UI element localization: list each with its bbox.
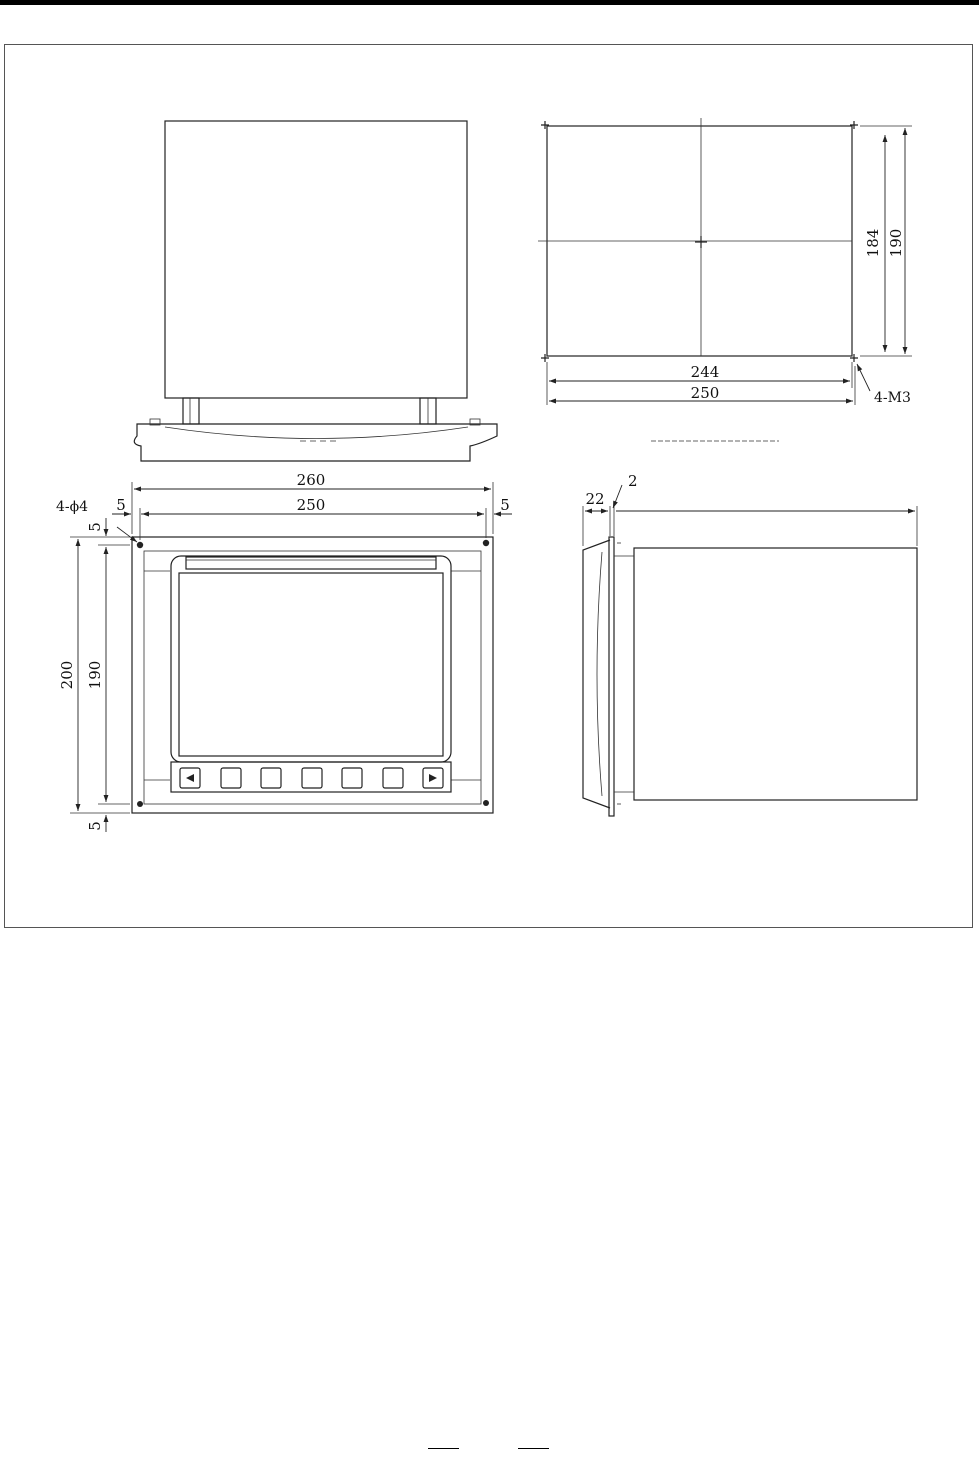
front-height-190: 190: [86, 661, 104, 690]
footer-marks: [0, 1448, 979, 1452]
front-view: [70, 482, 512, 832]
front-view-screen: [179, 573, 443, 756]
front-view-bezel: [171, 556, 451, 762]
side-bezel-depth-22: 22: [585, 490, 604, 508]
front-width-260: 260: [297, 471, 326, 489]
soft-key-4: [342, 768, 362, 788]
front-height-200: 200: [58, 661, 76, 690]
mounting-holes-label: 4-ϕ4: [56, 499, 88, 515]
top-view: [134, 121, 497, 461]
front-view-top-bar: [186, 557, 436, 569]
side-view-bezel: [583, 540, 610, 808]
soft-key-3: [302, 768, 322, 788]
front-margin-bottom-5: 5: [86, 821, 104, 831]
soft-keys: [180, 768, 443, 788]
soft-key-1: [221, 768, 241, 788]
side-view: [583, 485, 917, 816]
cutout-height-190: 190: [887, 229, 905, 258]
cutout-width-244: 244: [691, 363, 720, 381]
top-view-housing: [165, 121, 467, 398]
soft-key-2: [261, 768, 281, 788]
top-view-bracket-left: [183, 398, 199, 424]
side-view-housing: [634, 548, 917, 800]
front-margin-right-5: 5: [500, 496, 510, 514]
top-view-bezel: [134, 424, 497, 461]
panel-cutout-view: [538, 118, 912, 441]
soft-key-5: [383, 768, 403, 788]
front-width-250: 250: [297, 496, 326, 514]
cutout-width-250: 250: [691, 384, 720, 402]
front-margin-top-5: 5: [86, 522, 104, 532]
cutout-height-184: 184: [864, 229, 882, 258]
tapped-holes-label: 4-M3: [874, 390, 911, 406]
side-view-flange: [609, 537, 614, 816]
front-margin-left-5: 5: [116, 496, 126, 514]
front-view-panel: [132, 537, 493, 813]
mounting-holes: [137, 540, 489, 807]
side-flange-thickness-2: 2: [628, 472, 638, 490]
